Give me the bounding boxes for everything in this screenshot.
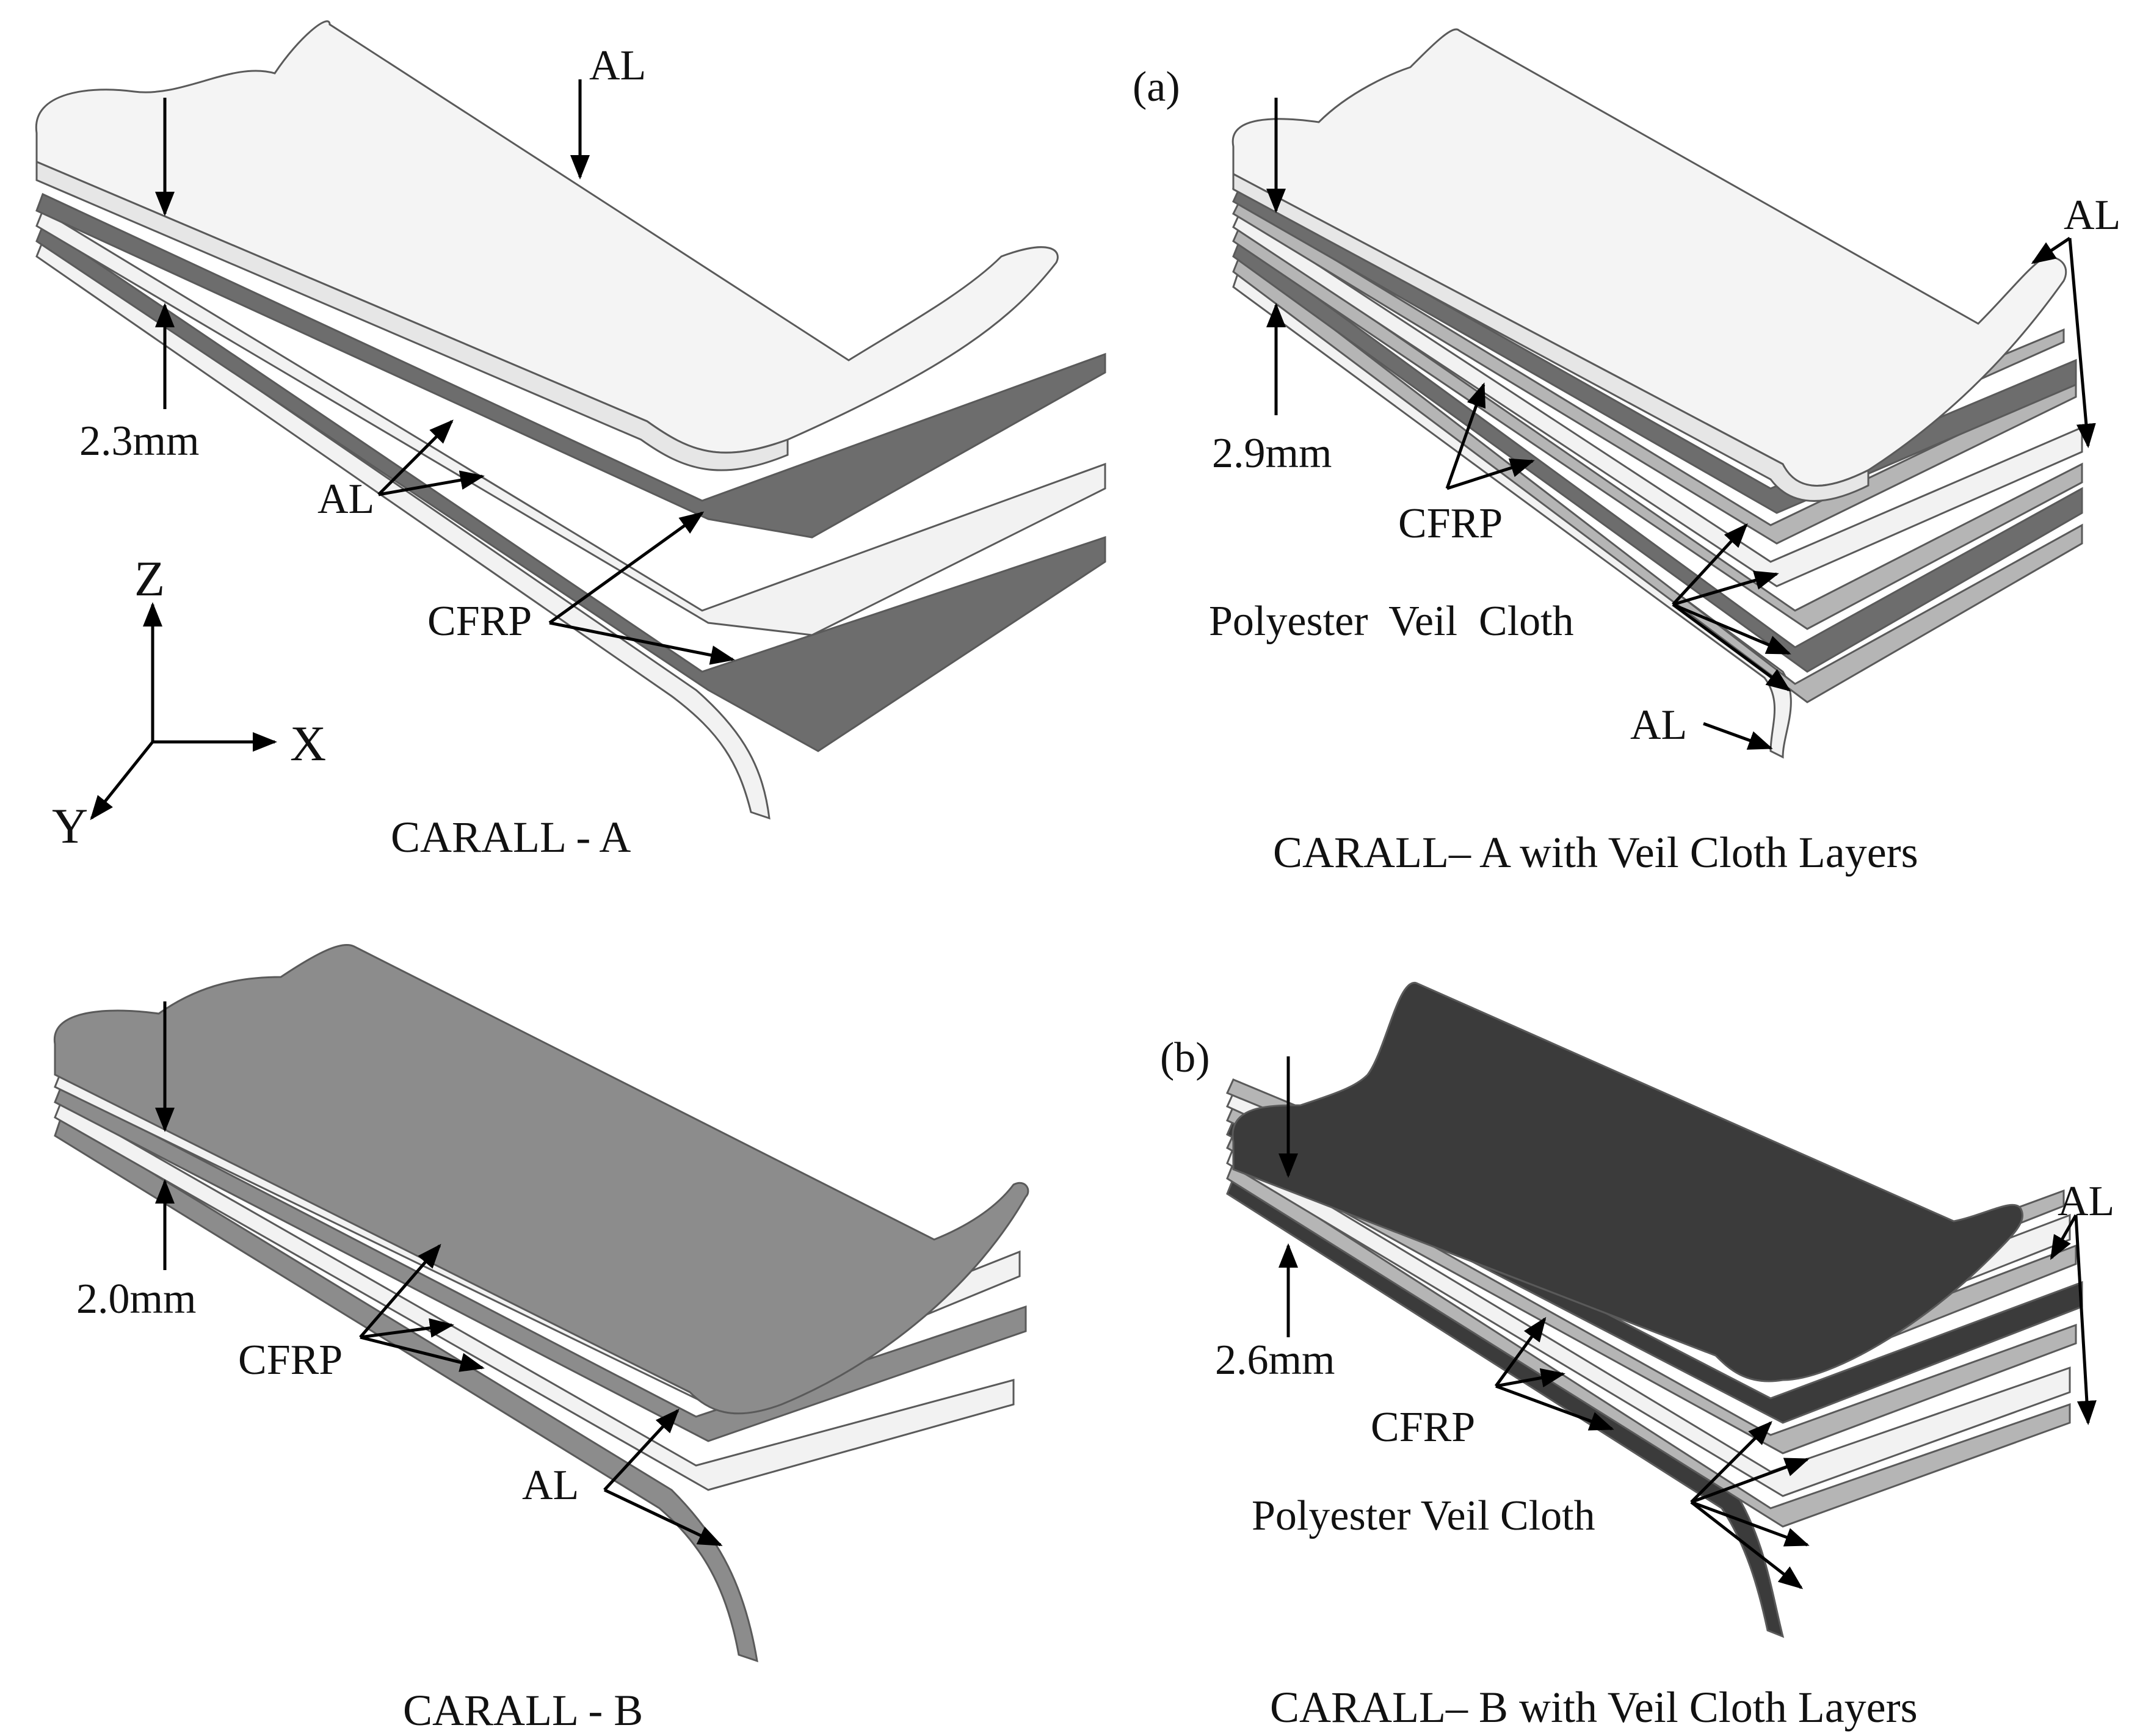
al-top-edge xyxy=(1232,172,1870,502)
thickness-label: 2.6mm xyxy=(1215,1337,1335,1384)
cfrp-arrow-3 xyxy=(360,1335,485,1372)
al-right-label: AL xyxy=(2058,1178,2114,1225)
al-right-label: AL xyxy=(2064,192,2120,239)
veil-arrow-4 xyxy=(1690,1501,1804,1589)
al-side-label: AL xyxy=(317,476,374,523)
al-lower-layer xyxy=(54,1100,1015,1491)
thickness-label: 2.9mm xyxy=(1212,430,1332,477)
al-bottom-layer xyxy=(1232,267,1792,759)
cfrp-arrow-1 xyxy=(1445,382,1486,489)
cfrp-bottom-layer xyxy=(1226,1177,1785,1638)
al-bottom-arrow xyxy=(1703,722,1773,750)
panel-tag-b: (b) xyxy=(1160,1034,1210,1081)
cfrp-lower-layer xyxy=(35,224,1106,752)
cfrp-label: CFRP xyxy=(1398,500,1503,547)
cfrp-arrow-2 xyxy=(360,1318,454,1339)
al-bottom-label: AL xyxy=(1630,702,1687,749)
caption-carall-a: CARALL - A xyxy=(391,813,631,862)
cfrp-arrow-2 xyxy=(549,621,735,665)
cfrp-arrow-1 xyxy=(359,1243,441,1338)
veil-label: Polyester Veil Cloth xyxy=(1252,1492,1595,1539)
al-label: AL xyxy=(522,1462,579,1509)
cfrp-layer-1 xyxy=(1232,186,2077,514)
y-axis-label: Y xyxy=(52,798,88,854)
y-axis xyxy=(90,741,154,821)
panel-carall-a: AL 2.3mm AL CFRP CARALL - A xyxy=(35,20,1106,862)
veil-layer-4 xyxy=(1226,1161,2071,1528)
veil-arrow-2 xyxy=(1672,570,1779,606)
veil-arrow-2 xyxy=(1691,1458,1810,1504)
thickness-label: 2.0mm xyxy=(76,1276,196,1323)
cfrp-arrow-3 xyxy=(1495,1384,1614,1431)
cfrp-middle-layer xyxy=(54,1085,1027,1442)
cfrp-label: CFRP xyxy=(427,598,532,645)
al-right-arrow-1 xyxy=(2031,236,2071,264)
thickness-label: 2.3mm xyxy=(79,418,199,465)
al-right-arrow-1 xyxy=(2050,1214,2078,1260)
caption-carall-b-veil: CARALL– B with Veil Cloth Layers xyxy=(1270,1683,1918,1732)
panel-tag-a: (a) xyxy=(1133,64,1180,111)
veil-layer-4 xyxy=(1232,255,2083,703)
cfrp-label: CFRP xyxy=(1371,1404,1475,1451)
caption-carall-a-veil: CARALL– A with Veil Cloth Layers xyxy=(1273,828,1918,877)
al-middle-layer xyxy=(1232,212,2083,587)
caption-carall-b: CARALL - B xyxy=(403,1686,643,1735)
al-middle-layer xyxy=(35,209,1106,636)
veil-layer-2 xyxy=(1232,200,2077,545)
al-bottom-layer xyxy=(35,239,771,820)
veil-arrow-3 xyxy=(1691,1500,1810,1547)
axes-triad: Z X Y xyxy=(52,551,326,854)
cfrp-arrow-2 xyxy=(1446,458,1535,490)
cfrp-upper-layer xyxy=(35,192,1106,539)
al-side-arrow-1 xyxy=(377,419,454,496)
veil-arrow-1 xyxy=(1690,1421,1772,1503)
al-right-arrow-2 xyxy=(2068,238,2096,448)
z-axis-label: Z xyxy=(134,551,165,606)
al-top-edge xyxy=(35,160,789,471)
cfrp-layer-2 xyxy=(1232,239,2083,673)
al-right-arrow-2 xyxy=(2074,1215,2097,1425)
al-top-sheet xyxy=(35,20,1059,454)
cfrp-top-sheet xyxy=(1231,982,2024,1382)
al-arrow-2 xyxy=(603,1488,723,1547)
panel-carall-b-veil: (b) AL 2.6mm CFRP Polyester Veil Cloth C… xyxy=(1160,982,2114,1732)
cfrp-label: CFRP xyxy=(238,1337,343,1384)
al-arrow-1 xyxy=(603,1409,680,1491)
al-top-label: AL xyxy=(589,42,646,89)
x-axis-label: X xyxy=(290,716,326,771)
panel-carall-b: 2.0mm CFRP AL CARALL - B xyxy=(53,943,1029,1735)
cfrp-arrow-2 xyxy=(1495,1368,1565,1388)
cfrp-arrow-1 xyxy=(548,511,705,625)
veil-layer-3 xyxy=(1232,225,2083,630)
panel-carall-a-veil: (a) AL 2.9mm CFRP Polyester Veil Cloth A… xyxy=(1133,28,2120,877)
veil-arrow-1 xyxy=(1672,523,1748,606)
veil-arrow-3 xyxy=(1672,603,1791,655)
veil-label: Polyester Veil Cloth xyxy=(1209,598,1574,645)
cfrp-arrow-1 xyxy=(1494,1317,1547,1387)
al-top-sheet xyxy=(1231,28,2067,487)
veil-arrow-4 xyxy=(1672,603,1791,692)
al-side-arrow-2 xyxy=(378,470,485,496)
